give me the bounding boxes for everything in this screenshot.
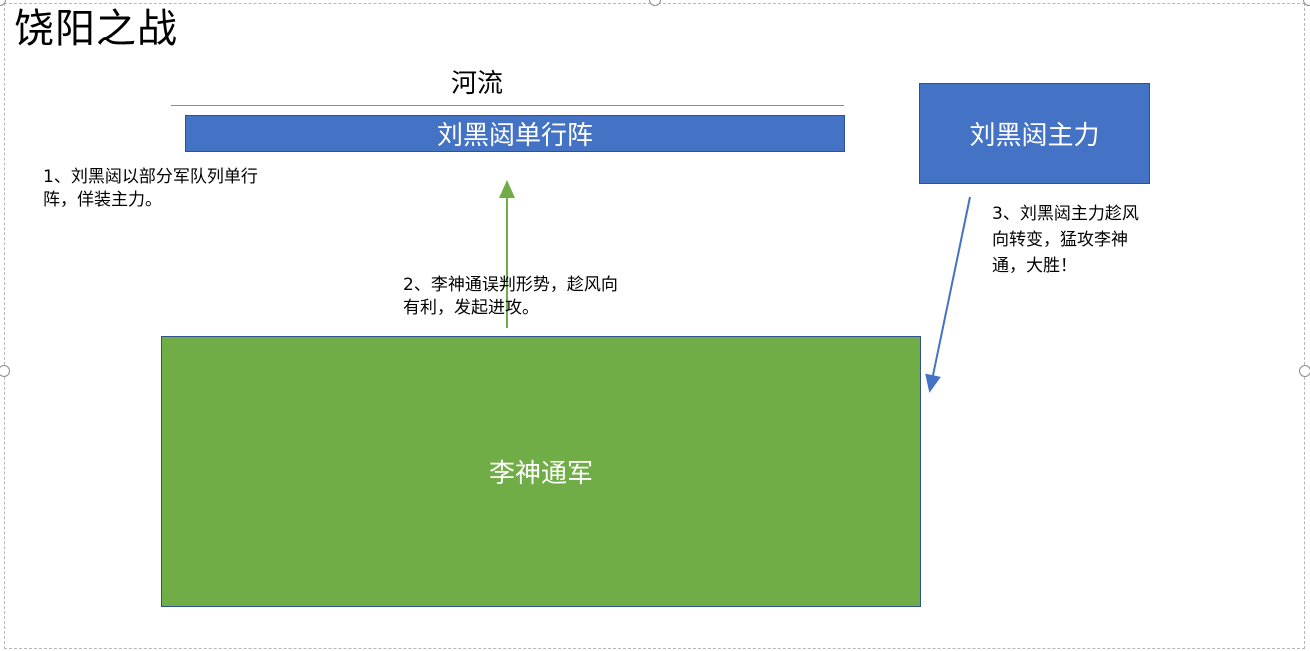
page-title: 饶阳之战: [14, 6, 178, 52]
li-shentong-army-box[interactable]: 李神通军: [161, 336, 921, 607]
liu-single-line-formation-box[interactable]: 刘黑闼单行阵: [185, 115, 845, 152]
resize-handle-top-right[interactable]: [1303, 0, 1310, 6]
resize-handle-middle-left[interactable]: [0, 365, 10, 377]
note-step-3[interactable]: 3、刘黑闼主力趁风向转变，猛攻李神通，大胜！: [992, 204, 1139, 276]
counterattack-arrow-blue[interactable]: [925, 196, 971, 393]
liu-single-line-formation-label: 刘黑闼单行阵: [436, 121, 593, 151]
note-step-1[interactable]: 1、刘黑闼以部分军队列单行阵，佯装主力。: [43, 167, 258, 210]
li-shentong-army-label: 李神通军: [488, 459, 593, 489]
river-line: [171, 105, 844, 106]
liu-main-force-box[interactable]: 刘黑闼主力: [919, 83, 1150, 184]
resize-handle-middle-right[interactable]: [1299, 365, 1310, 377]
river-label: 河流: [450, 69, 503, 99]
note-step-2[interactable]: 2、李神通误判形势，趁风向有利，发起进攻。: [403, 275, 618, 318]
liu-main-force-label: 刘黑闼主力: [969, 121, 1100, 151]
